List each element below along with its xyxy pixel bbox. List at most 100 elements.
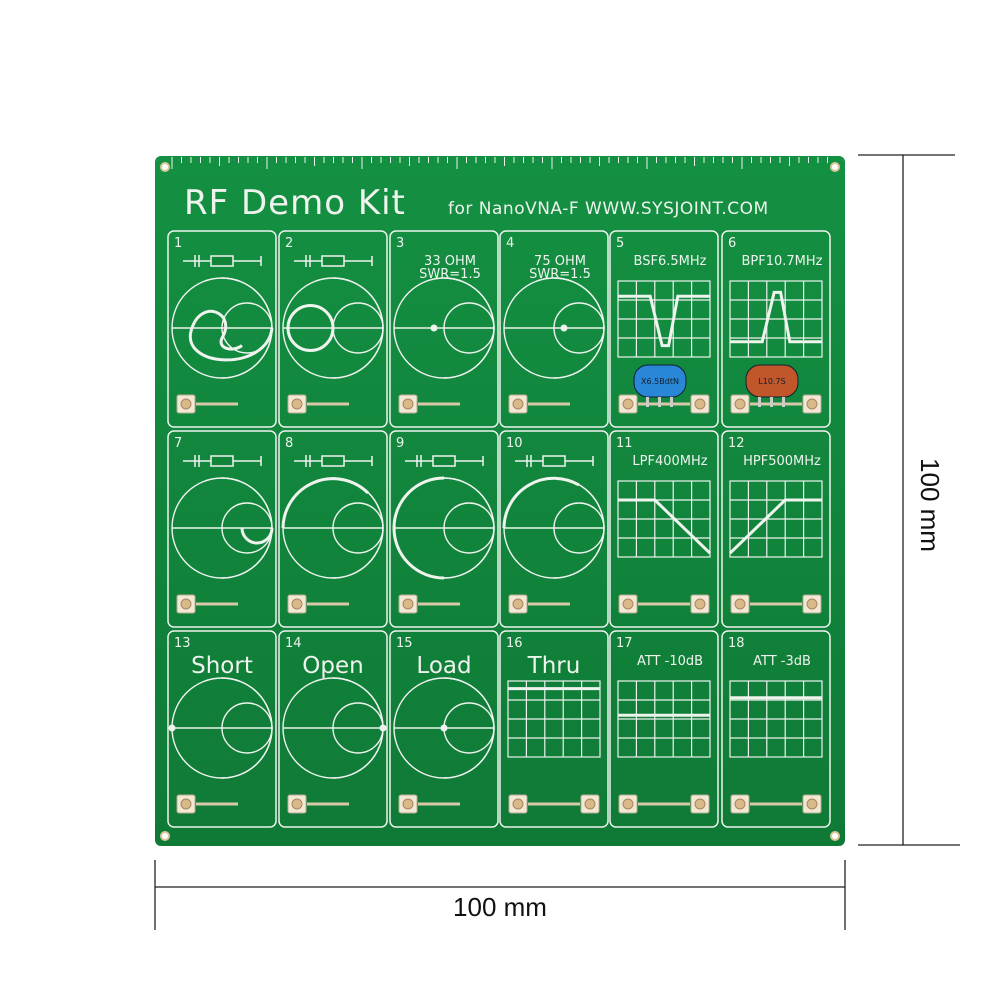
measurement-trace xyxy=(392,476,445,580)
connector-center-pin xyxy=(622,598,634,610)
measurement-trace xyxy=(188,309,274,362)
cell-label: 33 OHM xyxy=(424,254,476,269)
connector-center-pin xyxy=(622,798,634,810)
width-dimension-label: 100 mm xyxy=(453,892,547,922)
measurement-point xyxy=(440,724,448,732)
smith-reactance-arc xyxy=(332,727,384,779)
cell-label: Open xyxy=(302,653,363,679)
cell-number: 8 xyxy=(285,436,293,451)
connector-center-pin xyxy=(512,798,524,810)
connector-center-pin xyxy=(180,798,192,810)
height-dimension-label: 100 mm xyxy=(915,458,945,552)
smith-reactance-arc xyxy=(443,327,495,379)
cell-number: 15 xyxy=(396,636,413,651)
component-marking: L10.7S xyxy=(758,377,785,386)
smith-reactance-arc xyxy=(443,677,495,729)
connector-center-pin xyxy=(734,398,746,410)
demo-cell-10: 10 xyxy=(499,430,609,628)
demo-cell-2: 2 xyxy=(278,230,388,428)
smith-reactance-arc xyxy=(443,477,495,529)
connector-center-pin xyxy=(806,598,818,610)
measurement-trace xyxy=(286,304,335,352)
connector-center-pin xyxy=(512,398,524,410)
smith-reactance-arc xyxy=(443,727,495,779)
cell-label: ATT -3dB xyxy=(753,654,811,669)
cell-outline xyxy=(609,230,719,428)
demo-cell-7: 7 xyxy=(167,430,277,628)
component-leg xyxy=(646,397,649,407)
cell-number: 7 xyxy=(174,436,182,451)
cell-label: Short xyxy=(191,653,253,679)
cell-outline xyxy=(721,230,831,428)
demo-cell-8: 8 xyxy=(278,430,388,628)
cell-outline xyxy=(499,630,609,828)
connector-center-pin xyxy=(291,398,303,410)
cell-number: 13 xyxy=(174,636,191,651)
cell-number: 2 xyxy=(285,236,293,251)
cell-outline xyxy=(389,230,499,428)
cell-outline xyxy=(389,430,499,628)
cell-number: 9 xyxy=(396,436,404,451)
component-leg xyxy=(770,397,773,407)
component-leg xyxy=(758,397,761,407)
smith-reactance-arc xyxy=(221,477,273,529)
cell-number: 11 xyxy=(616,436,633,451)
cell-outline xyxy=(609,430,719,628)
smith-reactance-arc xyxy=(443,277,495,329)
demo-cell-1: 1 xyxy=(167,230,277,428)
cell-label: Thru xyxy=(527,653,581,679)
cell-label: ATT -10dB xyxy=(637,654,703,669)
connector-center-pin xyxy=(806,798,818,810)
cell-outline xyxy=(278,430,388,628)
measurement-point xyxy=(560,324,568,332)
measurement-point xyxy=(430,324,438,332)
cell-number: 3 xyxy=(396,236,404,251)
board-title: RF Demo Kit xyxy=(184,183,406,223)
component-leg xyxy=(658,397,661,407)
cell-number: 17 xyxy=(616,636,633,651)
response-trace xyxy=(618,498,712,555)
connector-center-pin xyxy=(734,798,746,810)
cell-outline xyxy=(499,430,609,628)
cell-outline xyxy=(278,630,388,828)
cell-label: Load xyxy=(416,653,471,679)
smith-reactance-arc xyxy=(332,327,384,379)
connector-center-pin xyxy=(694,398,706,410)
mounting-holes xyxy=(160,162,840,841)
demo-cell-9: 9 xyxy=(389,430,499,628)
cell-outline xyxy=(167,630,277,828)
cell-outline xyxy=(499,230,609,428)
connector-center-pin xyxy=(694,798,706,810)
smith-reactance-arc xyxy=(553,277,605,329)
cell-number: 18 xyxy=(728,636,745,651)
component-marking: X6.5BdtN xyxy=(641,377,679,386)
connector-center-pin xyxy=(402,598,414,610)
cell-outline xyxy=(167,230,277,428)
cell-label: HPF500MHz xyxy=(743,454,821,469)
connector-center-pin xyxy=(512,598,524,610)
measurement-point xyxy=(168,724,176,732)
smith-reactance-arc xyxy=(553,327,605,379)
cell-sublabel: SWR=1.5 xyxy=(529,267,591,282)
cell-number: 16 xyxy=(506,636,523,651)
smith-reactance-arc xyxy=(221,527,273,579)
cell-number: 12 xyxy=(728,436,745,451)
smith-reactance-arc xyxy=(332,527,384,579)
cell-number: 14 xyxy=(285,636,302,651)
smith-reactance-arc xyxy=(221,277,273,329)
cell-number: 10 xyxy=(506,436,523,451)
measurement-trace xyxy=(502,476,580,529)
measurement-trace xyxy=(281,477,370,529)
smith-reactance-arc xyxy=(221,677,273,729)
smith-reactance-arc xyxy=(221,727,273,779)
smith-reactance-arc xyxy=(443,527,495,579)
cell-label: BSF6.5MHz xyxy=(634,254,707,269)
response-trace xyxy=(730,290,822,344)
